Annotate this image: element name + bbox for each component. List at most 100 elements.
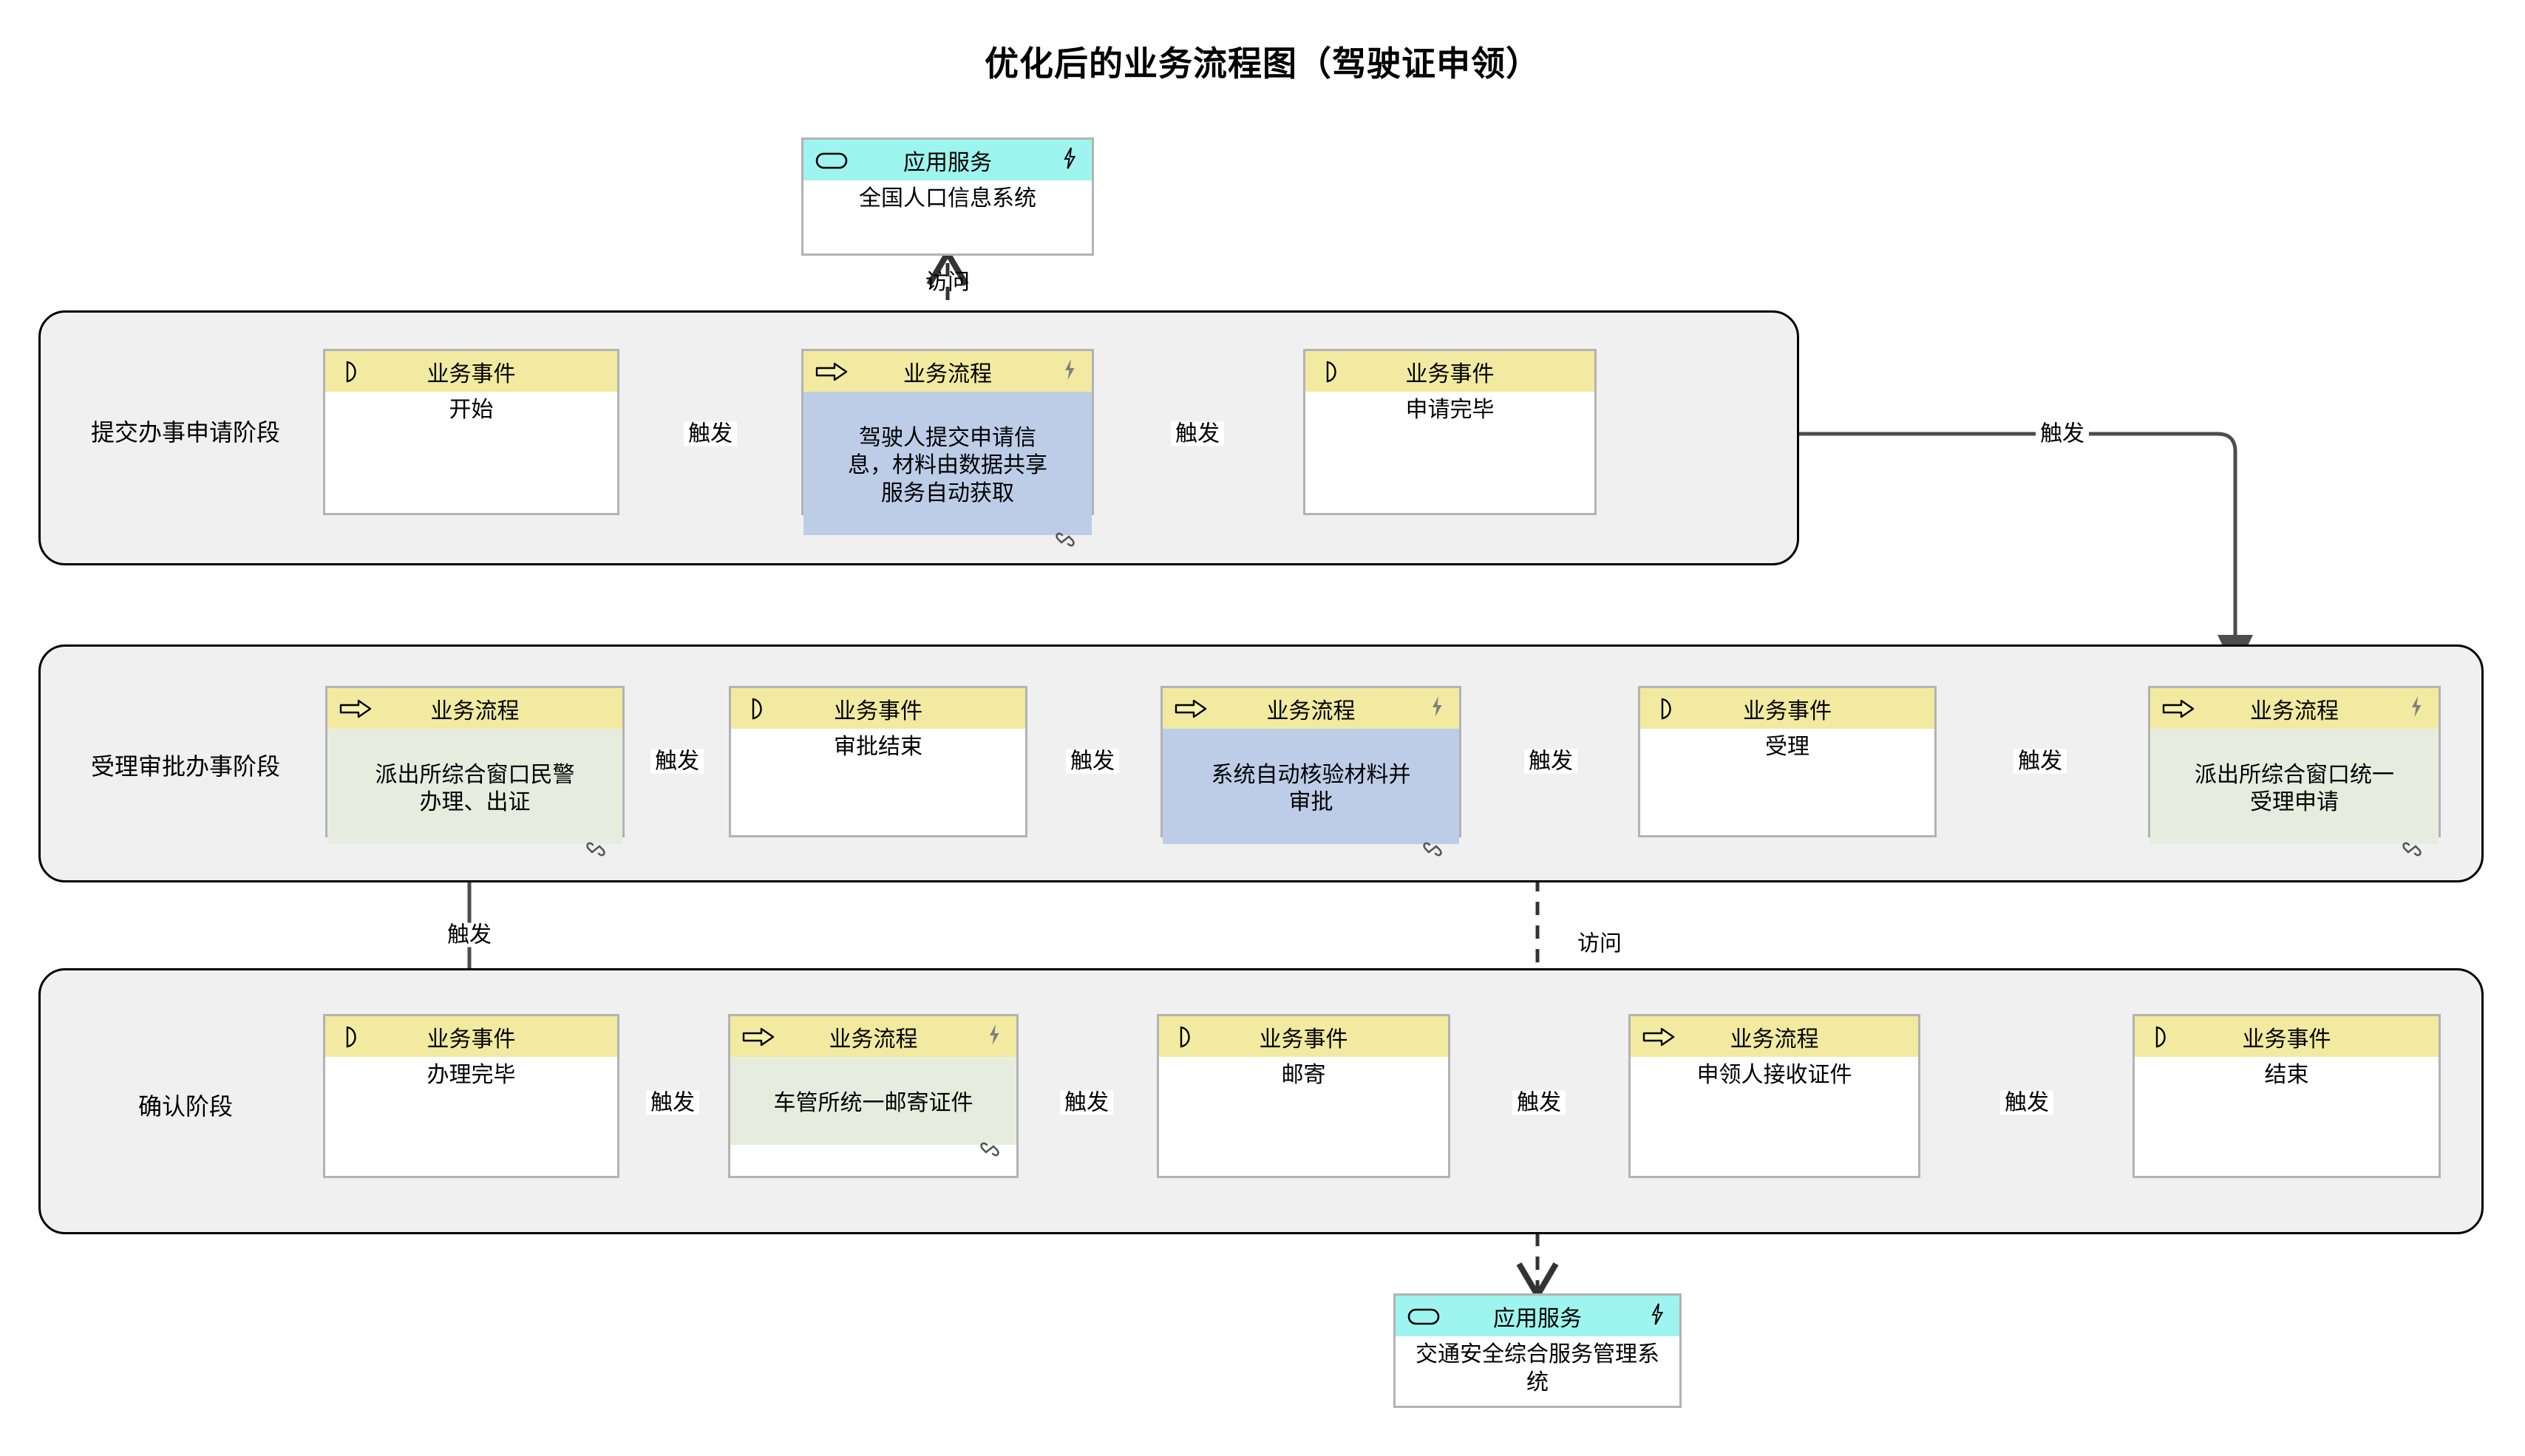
node-header: 业务事件 [2135,1016,2439,1057]
link-chain-icon [2397,810,2427,856]
process-node-acceptance[interactable]: 业务事件 受理 [1638,686,1937,837]
node-name: 车管所统一邮寄证件 [773,1090,973,1115]
application-service-rounded-icon [1407,1304,1440,1329]
process-node-applicant-receives-certificate[interactable]: 业务流程 申领人接收证件 [1628,1014,1920,1178]
edge-label-trigger: 触发 [684,421,737,446]
node-header: 业务事件 [731,688,1025,729]
edge-label-trigger: 触发 [650,749,704,774]
application-service-node-population[interactable]: 应用服务 全国人口信息系统 [801,137,1094,256]
node-type-label: 业务事件 [1259,1027,1348,1052]
node-type-label: 应用服务 [1493,1306,1582,1331]
node-body: 派出所综合窗口民警 办理、出证 [327,729,622,856]
edge-label-trigger: 触发 [646,1090,699,1115]
edge-label-trigger: 触发 [2013,749,2067,774]
node-body: 系统自动核验材料并 审批 [1163,729,1459,856]
node-header: 业务事件 [325,351,617,392]
phase-group-label-acceptance: 受理审批办事阶段 [90,753,280,780]
process-node-end[interactable]: 业务事件 结束 [2133,1014,2441,1178]
lightning-bolt-icon [2409,695,2428,722]
edge-label-trigger: 触发 [2000,1090,2053,1115]
process-node-system-auto-verify-approve[interactable]: 业务流程 系统自动核验材料并 审批 [1160,686,1461,856]
edge-label-trigger: 触发 [1171,421,1224,446]
edge-label-trigger: 触发 [1066,749,1119,774]
node-body: 车管所统一邮寄证件 [730,1057,1016,1157]
process-node-driver-submits-application[interactable]: 业务流程 驾驶人提交申请信 息，材料由数据共享 服务自动获取 [801,349,1094,547]
business-event-icon [1317,359,1350,384]
node-type-label: 业务事件 [2242,1027,2331,1052]
edge-label-trigger: 触发 [1512,1090,1566,1115]
business-process-arrow-icon [2162,696,2195,721]
process-node-police-station-handle-issue[interactable]: 业务流程 派出所综合窗口民警 办理、出证 [325,686,625,856]
business-event-icon [1171,1024,1203,1050]
node-header: 业务事件 [325,1016,617,1057]
node-type-label: 业务流程 [829,1027,918,1052]
node-header: 业务流程 [1163,688,1459,729]
node-header: 业务事件 [1640,688,1934,729]
phase-group-label-confirmation: 确认阶段 [137,1093,233,1120]
process-node-police-station-unified-acceptance[interactable]: 业务流程 派出所综合窗口统一 受理申请 [2148,686,2441,856]
process-node-vehicle-office-mail-certificate[interactable]: 业务流程 车管所统一邮寄证件 [728,1014,1019,1178]
node-header: 业务事件 [1305,351,1594,392]
node-header: 业务流程 [327,688,622,729]
node-name: 驾驶人提交申请信 息，材料由数据共享 服务自动获取 [848,425,1047,506]
node-body: 驾驶人提交申请信 息，材料由数据共享 服务自动获取 [803,392,1092,547]
node-header: 业务事件 [1159,1016,1448,1057]
lightning-bolt-icon [1430,695,1449,722]
application-service-rounded-icon [815,148,848,173]
node-type-label: 业务流程 [903,361,992,387]
lightning-bolt-icon [1062,147,1081,174]
business-process-arrow-icon [1175,696,1207,721]
business-event-icon [337,359,370,384]
node-name: 申请完毕 [1305,392,1594,424]
process-node-mailing[interactable]: 业务事件 邮寄 [1157,1014,1450,1178]
node-name: 受理 [1640,729,1934,761]
node-type-label: 业务流程 [2250,698,2339,724]
node-type-label: 业务流程 [1730,1027,1819,1052]
node-name: 全国人口信息系统 [803,180,1092,213]
business-event-icon [743,696,775,721]
node-name: 开始 [325,392,617,424]
business-event-icon [337,1024,370,1050]
node-body: 派出所综合窗口统一 受理申请 [2150,729,2439,856]
node-header: 业务流程 [730,1016,1016,1057]
node-name: 派出所综合窗口统一 受理申请 [2195,762,2394,815]
link-chain-icon [1050,501,1080,547]
node-name: 邮寄 [1159,1057,1448,1089]
node-type-label: 应用服务 [903,150,992,175]
node-name: 系统自动核验材料并 审批 [1211,762,1411,815]
node-type-label: 业务事件 [1405,361,1495,387]
edge-label-access: 访问 [925,270,970,295]
node-header: 应用服务 [803,140,1092,180]
lightning-bolt-icon [1062,358,1081,385]
node-name: 申领人接收证件 [1631,1057,1918,1089]
business-process-arrow-icon [742,1024,775,1050]
node-name: 审批结束 [731,729,1025,761]
page-title: 优化后的业务流程图（驾驶证申领） [985,44,1540,83]
application-service-node-traffic-safety[interactable]: 应用服务 交通安全综合服务管理系统 [1393,1293,1682,1408]
edge-label-trigger: 触发 [2036,421,2089,446]
node-type-label: 业务事件 [1743,698,1832,724]
lightning-bolt-icon [987,1024,1006,1050]
business-process-arrow-icon [1642,1024,1675,1050]
process-node-handling-complete[interactable]: 业务事件 办理完毕 [323,1014,619,1178]
link-chain-icon [581,810,611,856]
edge-label-trigger: 触发 [1524,749,1577,774]
edge-label-trigger: 触发 [443,922,496,948]
node-name: 办理完毕 [325,1057,617,1089]
node-header: 业务流程 [1631,1016,1918,1057]
lightning-bolt-icon [1650,1303,1669,1330]
phase-group-label-submit: 提交办事申请阶段 [90,419,280,446]
node-name: 结束 [2135,1057,2439,1089]
link-chain-icon [1418,810,1447,856]
node-type-label: 业务流程 [430,698,520,724]
business-event-icon [2147,1024,2179,1050]
node-type-label: 业务事件 [427,361,516,387]
process-node-start[interactable]: 业务事件 开始 [323,349,619,515]
process-node-application-complete[interactable]: 业务事件 申请完毕 [1303,349,1597,515]
process-node-approval-finished[interactable]: 业务事件 审批结束 [729,686,1027,837]
edge-label-trigger: 触发 [1060,1090,1113,1115]
node-header: 应用服务 [1396,1296,1679,1336]
node-name: 派出所综合窗口民警 办理、出证 [375,762,575,815]
business-process-arrow-icon [339,696,372,721]
